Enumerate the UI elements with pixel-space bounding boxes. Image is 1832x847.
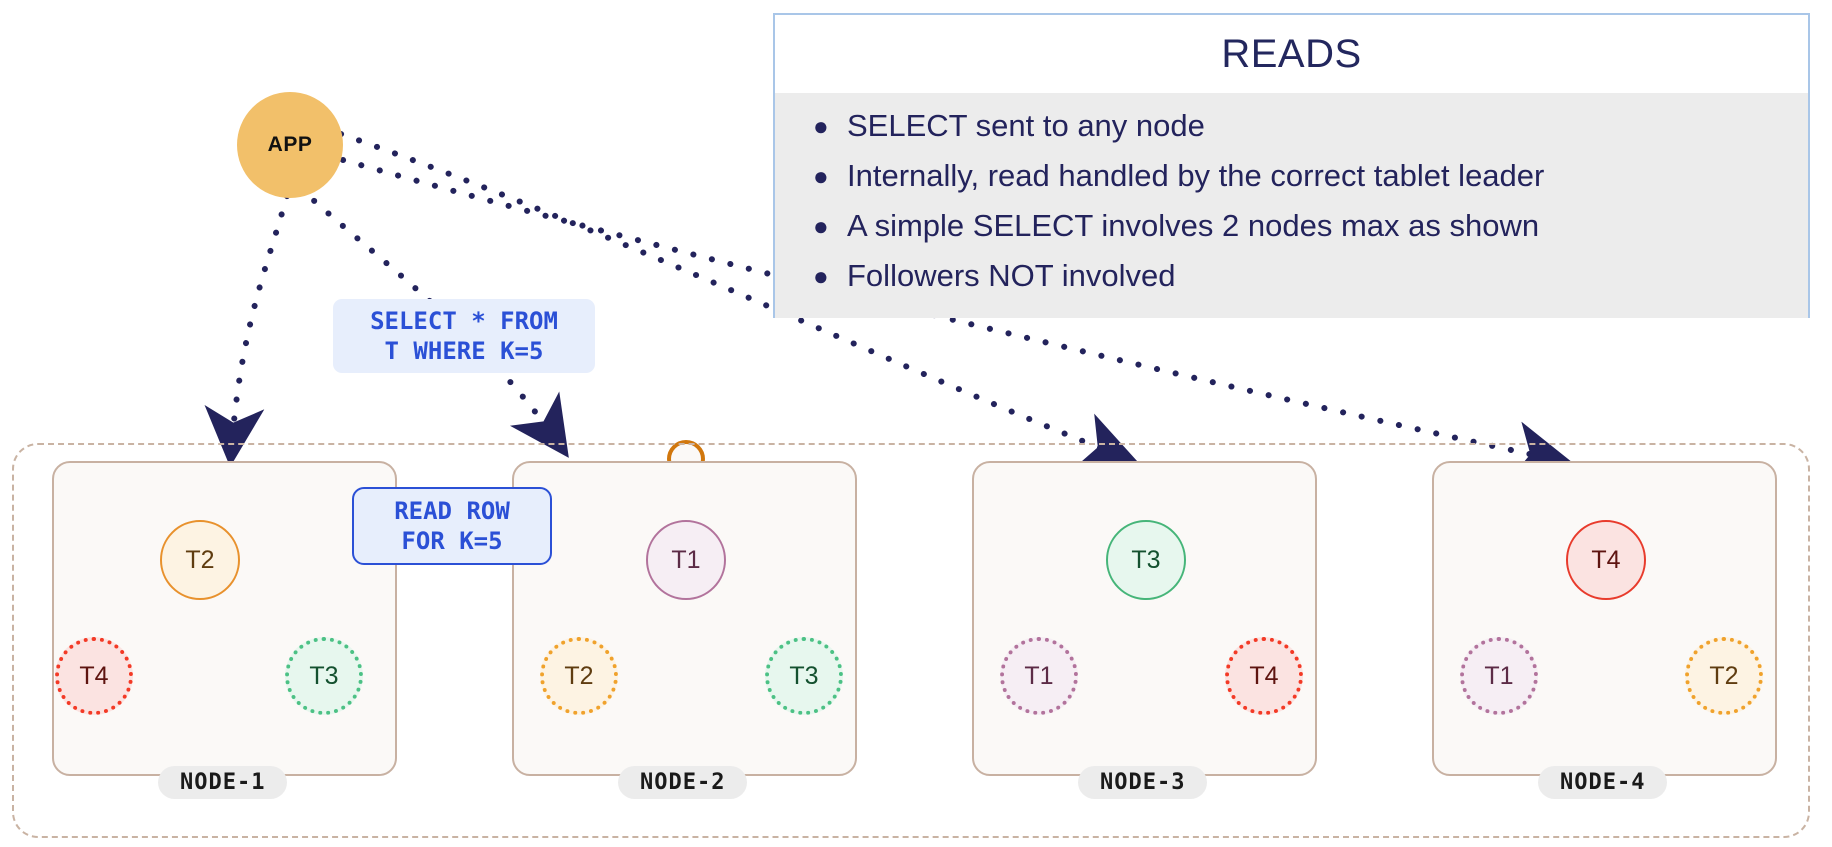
tablet-follower-node-3-b[interactable]: T4 (1225, 637, 1303, 715)
tablet-leader-node-1[interactable]: T2 (160, 520, 240, 600)
tablet-label: T2 (185, 545, 215, 574)
node-name-badge-2: NODE-2 (618, 766, 748, 799)
reads-bullet-text: A simple SELECT involves 2 nodes max as … (847, 208, 1540, 243)
node-box-3[interactable] (972, 461, 1317, 776)
select-query-line-2: T WHERE K=5 (384, 337, 544, 365)
bullet-dot-icon: ● (813, 161, 829, 191)
tablet-label: T3 (789, 661, 819, 690)
reads-bullet-item: ● SELECT sent to any node (775, 103, 1808, 149)
reads-info-panel: READS ● SELECT sent to any node ● Intern… (773, 13, 1810, 318)
tablet-label: T2 (1709, 661, 1739, 690)
node-box-1[interactable] (52, 461, 397, 776)
tablet-label: T1 (671, 545, 701, 574)
app-client-node[interactable]: APP (237, 92, 343, 198)
cluster-boundary (12, 443, 1810, 838)
node-box-2[interactable] (512, 461, 857, 776)
tablet-label: T4 (1249, 661, 1279, 690)
reads-bullet-item: ● Followers NOT involved (775, 253, 1808, 299)
tablet-follower-node-4-a[interactable]: T1 (1460, 637, 1538, 715)
arrow-app-to-node-1 (204, 193, 290, 467)
bullet-dot-icon: ● (813, 211, 829, 241)
reads-bullet-text: Internally, read handled by the correct … (847, 158, 1545, 193)
tablet-label: T3 (309, 661, 339, 690)
tablet-follower-node-4-b[interactable]: T2 (1685, 637, 1763, 715)
read-row-line-2: FOR K=5 (401, 527, 503, 555)
reads-bullet-list: ● SELECT sent to any node ● Internally, … (775, 93, 1808, 318)
tablet-label: T1 (1484, 661, 1514, 690)
tablet-label: T4 (1591, 545, 1621, 574)
reads-bullet-text: Followers NOT involved (847, 258, 1176, 293)
tablet-leader-node-3[interactable]: T3 (1106, 520, 1186, 600)
tablet-label: T4 (79, 661, 109, 690)
tablet-label: T1 (1024, 661, 1054, 690)
tablet-follower-node-1-b[interactable]: T3 (285, 637, 363, 715)
reads-bullet-item: ● A simple SELECT involves 2 nodes max a… (775, 203, 1808, 249)
select-query-label: SELECT * FROM T WHERE K=5 (333, 299, 595, 373)
node-name-badge-1: NODE-1 (158, 766, 288, 799)
node-name-badge-3: NODE-3 (1078, 766, 1208, 799)
tablet-follower-node-1-a[interactable]: T4 (55, 637, 133, 715)
tablet-follower-node-2-b[interactable]: T3 (765, 637, 843, 715)
tablet-follower-node-2-a[interactable]: T2 (540, 637, 618, 715)
reads-bullet-text: SELECT sent to any node (847, 108, 1205, 143)
bullet-dot-icon: ● (813, 261, 829, 291)
tablet-follower-node-3-a[interactable]: T1 (1000, 637, 1078, 715)
tablet-leader-node-2[interactable]: T1 (646, 520, 726, 600)
tablet-label: T2 (564, 661, 594, 690)
app-node-label: APP (267, 133, 313, 156)
node-name-badge-4: NODE-4 (1538, 766, 1668, 799)
reads-panel-title: READS (1221, 31, 1362, 76)
node-box-4[interactable] (1432, 461, 1777, 776)
read-row-label: READ ROW FOR K=5 (352, 487, 552, 565)
tablet-leader-node-4[interactable]: T4 (1566, 520, 1646, 600)
bullet-dot-icon: ● (813, 111, 829, 141)
tablet-label: T3 (1131, 545, 1161, 574)
read-row-line-1: READ ROW (394, 497, 510, 525)
select-query-line-1: SELECT * FROM (370, 307, 558, 335)
reads-bullet-item: ● Internally, read handled by the correc… (775, 153, 1808, 199)
